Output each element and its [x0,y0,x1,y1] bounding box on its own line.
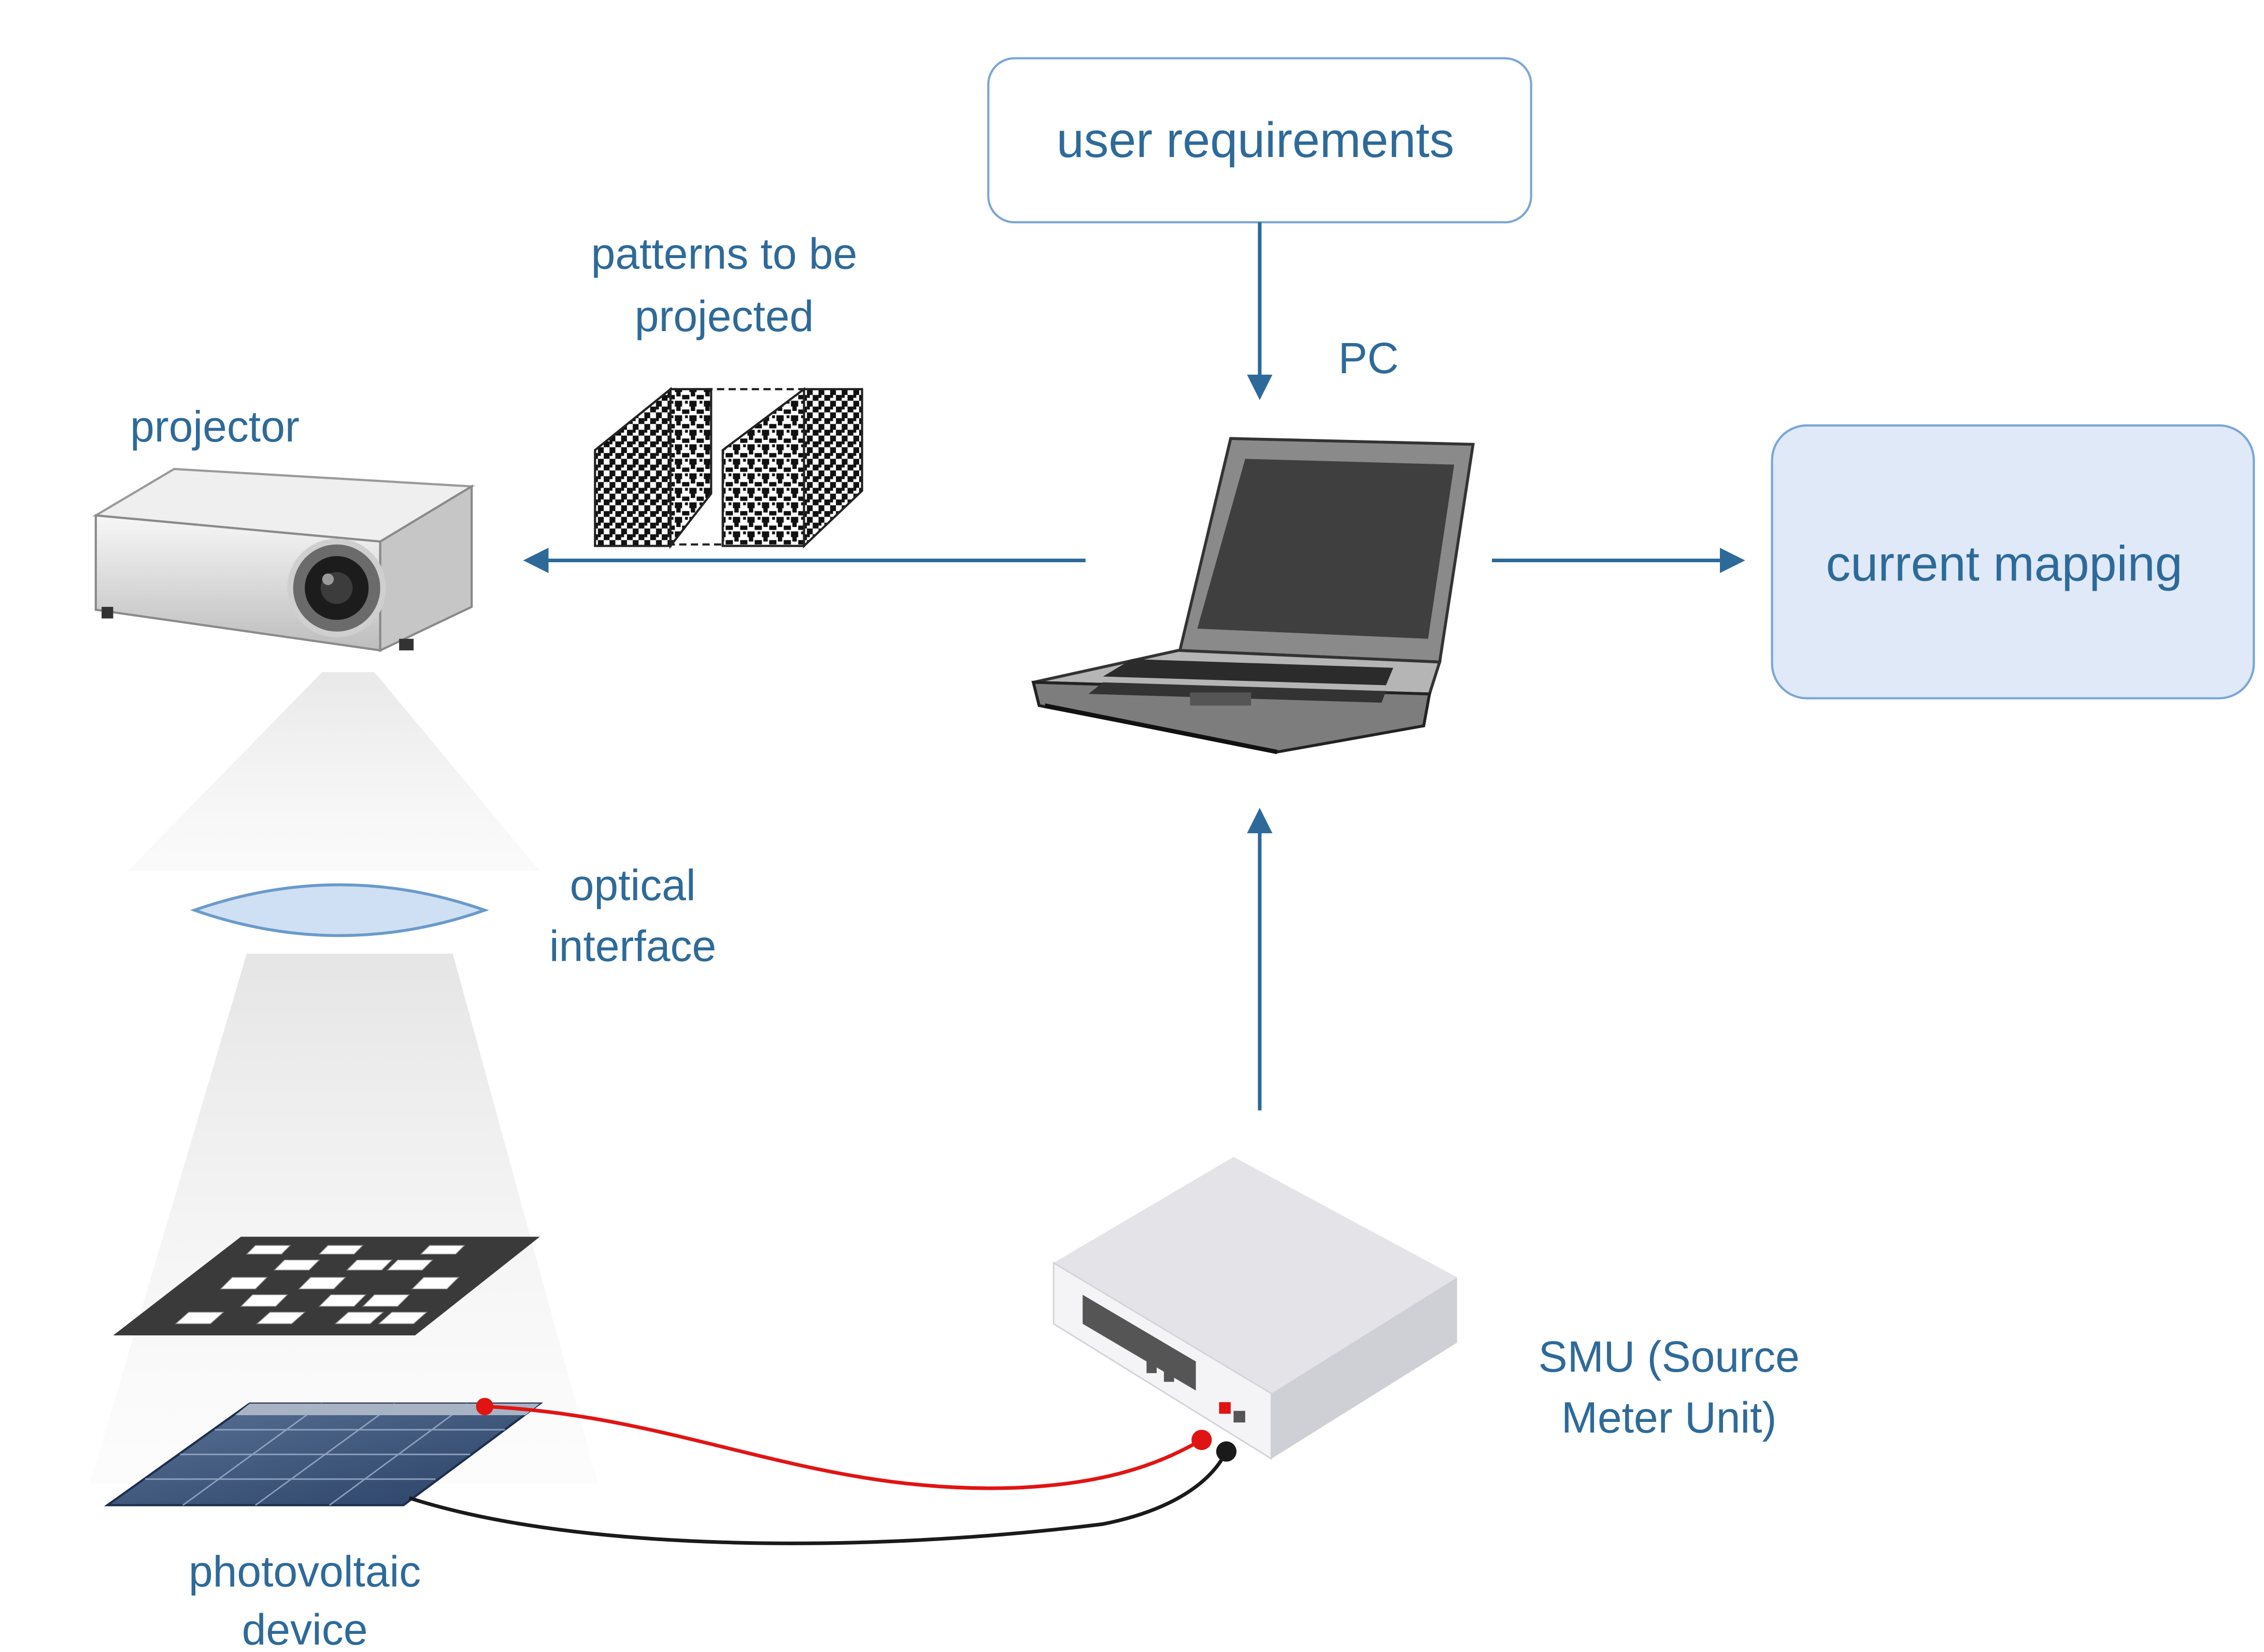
patterns-label-line2: projected [635,292,814,340]
patterns-label-line1: patterns to be [591,230,858,278]
negative-terminal-smu [1216,1441,1237,1462]
photovoltaic-label-line2: device [242,1605,368,1652]
user-requirements-label: user requirements [1057,113,1454,168]
positive-wire [485,1404,1203,1490]
solar-panel-icon [104,1402,544,1506]
projected-pattern-icon [113,1236,540,1336]
binary-pattern-stack-icon [594,387,863,549]
source-meter-unit-icon [1052,1157,1457,1460]
pc-label: PC [1339,334,1399,382]
light-beam-upper [127,672,540,871]
user-requirements-box: user requirements [987,57,1532,224]
current-mapping-label: current mapping [1826,537,2183,592]
optical-interface-label-line2: interface [549,921,716,970]
current-mapping-box: current mapping [1771,424,2255,700]
photovoltaic-label-line1: photovoltaic [189,1547,421,1596]
optical-interface-label-line1: optical [570,861,696,909]
positive-terminal-panel [476,1398,494,1416]
laptop-icon [1031,437,1475,754]
positive-terminal-smu [1191,1430,1212,1450]
lens-icon [190,883,489,937]
light-beam-lower [90,953,598,1484]
smu-label-line2: Meter Unit) [1561,1393,1776,1442]
projector-label: projector [130,402,300,451]
negative-wire [408,1450,1228,1545]
smu-label-line1: SMU (Source [1539,1332,1800,1381]
projector-icon [92,467,476,652]
